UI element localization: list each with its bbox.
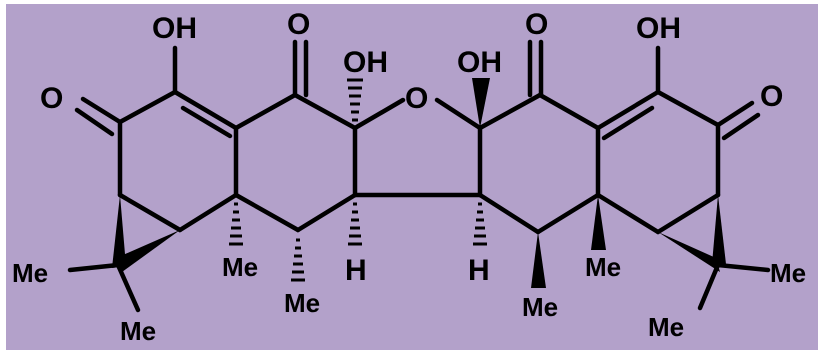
bond [715, 100, 755, 128]
label-oh-center-right: OH [457, 46, 502, 79]
bond [434, 97, 483, 131]
label-o-ring: O [405, 82, 428, 115]
bond-lines [67, 39, 771, 313]
bond [655, 192, 721, 235]
label-o-keto-left: O [40, 82, 63, 115]
hashed-bonds [229, 78, 487, 282]
bond [295, 192, 358, 233]
bond [477, 192, 541, 235]
bond [67, 262, 121, 273]
label-h-right: H [468, 254, 490, 287]
bond [177, 192, 239, 233]
wedge-bond [112, 195, 126, 268]
bond [601, 105, 655, 141]
bond [115, 262, 141, 313]
label-me-bottom-right: Me [648, 312, 684, 342]
wedge-bond [591, 195, 606, 250]
bond [595, 89, 661, 131]
bond [535, 192, 601, 235]
atom-labels: OH O O OH O OH O OH O Me Me Me Me H H Me… [12, 8, 806, 346]
bond [74, 107, 115, 137]
label-oh-top-right: OH [636, 12, 681, 45]
label-me-bottom-left: Me [120, 316, 156, 346]
wedge-bond [658, 232, 720, 272]
bond [477, 92, 543, 131]
label-me-ring-right: Me [585, 252, 621, 282]
label-me-far-right: Me [770, 258, 806, 288]
label-o-keto-top-left: O [287, 8, 310, 41]
label-me-lower-left: Me [284, 288, 320, 318]
label-me-ring-left: Me [222, 252, 258, 282]
wedge-bond [712, 195, 726, 264]
bond [180, 105, 233, 139]
bond [117, 89, 178, 125]
label-me-lower-right: Me [522, 292, 558, 322]
bond [172, 89, 239, 131]
background-panel [6, 4, 818, 350]
label-o-keto-top-right: O [525, 8, 548, 41]
wedge-bonds [112, 78, 726, 288]
bond [721, 112, 761, 141]
bond [537, 92, 601, 131]
bond [80, 96, 123, 125]
bond [595, 192, 661, 235]
label-me-far-left: Me [12, 258, 48, 288]
label-o-keto-right: O [760, 80, 783, 113]
wedge-bond [531, 232, 546, 288]
wedge-bond [472, 78, 490, 128]
label-h-left: H [345, 254, 367, 287]
label-oh-top-left: OH [152, 12, 197, 45]
label-oh-center-left: OH [343, 46, 388, 79]
bond [655, 89, 721, 128]
bond [352, 97, 406, 131]
bond [233, 192, 301, 233]
wedge-bond [116, 230, 180, 272]
bond [233, 92, 298, 131]
bond [117, 192, 183, 233]
bond [697, 262, 721, 311]
bond [715, 262, 771, 273]
bond [292, 92, 358, 131]
